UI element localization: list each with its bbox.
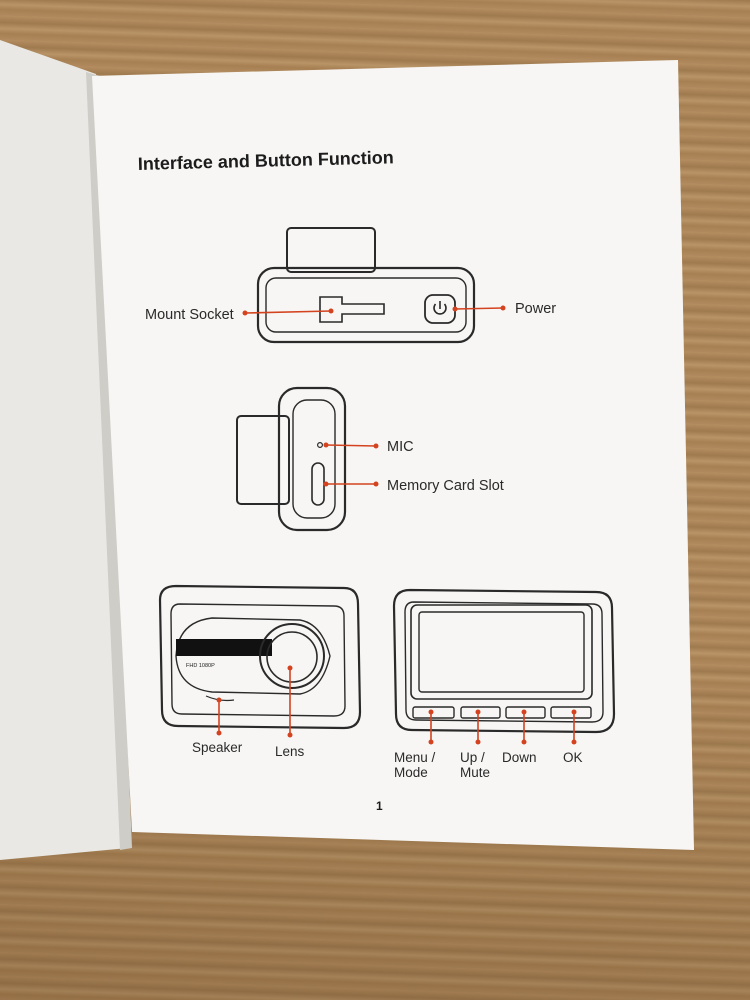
page-number: 1 <box>376 799 383 813</box>
power-icon <box>433 301 447 315</box>
memory-card-slot-label: Memory Card Slot <box>387 478 504 494</box>
side-inner <box>292 399 336 519</box>
menu-mode-label: Menu / <box>394 750 436 765</box>
ok-callout: OK <box>563 709 583 765</box>
up-mute-button[interactable] <box>460 706 501 719</box>
up-mute-callout: Up / Mute <box>460 709 490 780</box>
mic-hole <box>317 442 324 449</box>
device-top-inner <box>265 277 467 333</box>
up-mute-label: Up / <box>460 750 485 765</box>
lens-outer <box>259 623 325 689</box>
ok-button[interactable] <box>550 706 592 719</box>
lens-label: Lens <box>275 744 305 759</box>
lens-inner <box>266 631 318 683</box>
power-callout: Power <box>452 301 556 317</box>
back-body <box>392 588 616 734</box>
mic-label: MIC <box>387 439 414 455</box>
memory-card-callout: Memory Card Slot <box>323 478 504 494</box>
mount-socket-label: Mount Socket <box>145 307 234 323</box>
lens-callout: Lens <box>275 665 305 759</box>
power-label: Power <box>515 301 556 317</box>
mount-socket-callout: Mount Socket <box>145 307 334 323</box>
mic-callout: MIC <box>323 439 414 455</box>
side-mount <box>236 415 290 505</box>
screen <box>418 611 585 693</box>
down-callout: Down <box>502 709 537 765</box>
mount-block <box>286 227 376 273</box>
screen-frame <box>410 604 593 700</box>
speaker-callout: Speaker <box>192 697 243 755</box>
side-body <box>277 386 347 532</box>
speaker-label: Speaker <box>192 740 243 755</box>
down-button[interactable] <box>505 706 546 719</box>
front-body <box>158 584 362 730</box>
menu-mode-button[interactable] <box>412 706 455 719</box>
front-inner <box>170 603 346 717</box>
front-badge: FHD 1080P <box>186 663 215 669</box>
page-gutter-shadow <box>86 72 132 850</box>
menu-mode-callout: Menu / Mode <box>394 709 436 780</box>
device-back-view <box>392 588 616 734</box>
down-label: Down <box>502 750 537 765</box>
ok-label: OK <box>563 750 583 765</box>
mount-socket-shape <box>319 296 385 323</box>
menu-mode-label-2: Mode <box>394 765 428 780</box>
front-black-band <box>176 639 272 656</box>
up-mute-label-2: Mute <box>460 765 490 780</box>
device-front-view: FHD 1080P <box>158 584 362 730</box>
device-top-body <box>256 266 476 344</box>
back-inner <box>404 601 604 723</box>
